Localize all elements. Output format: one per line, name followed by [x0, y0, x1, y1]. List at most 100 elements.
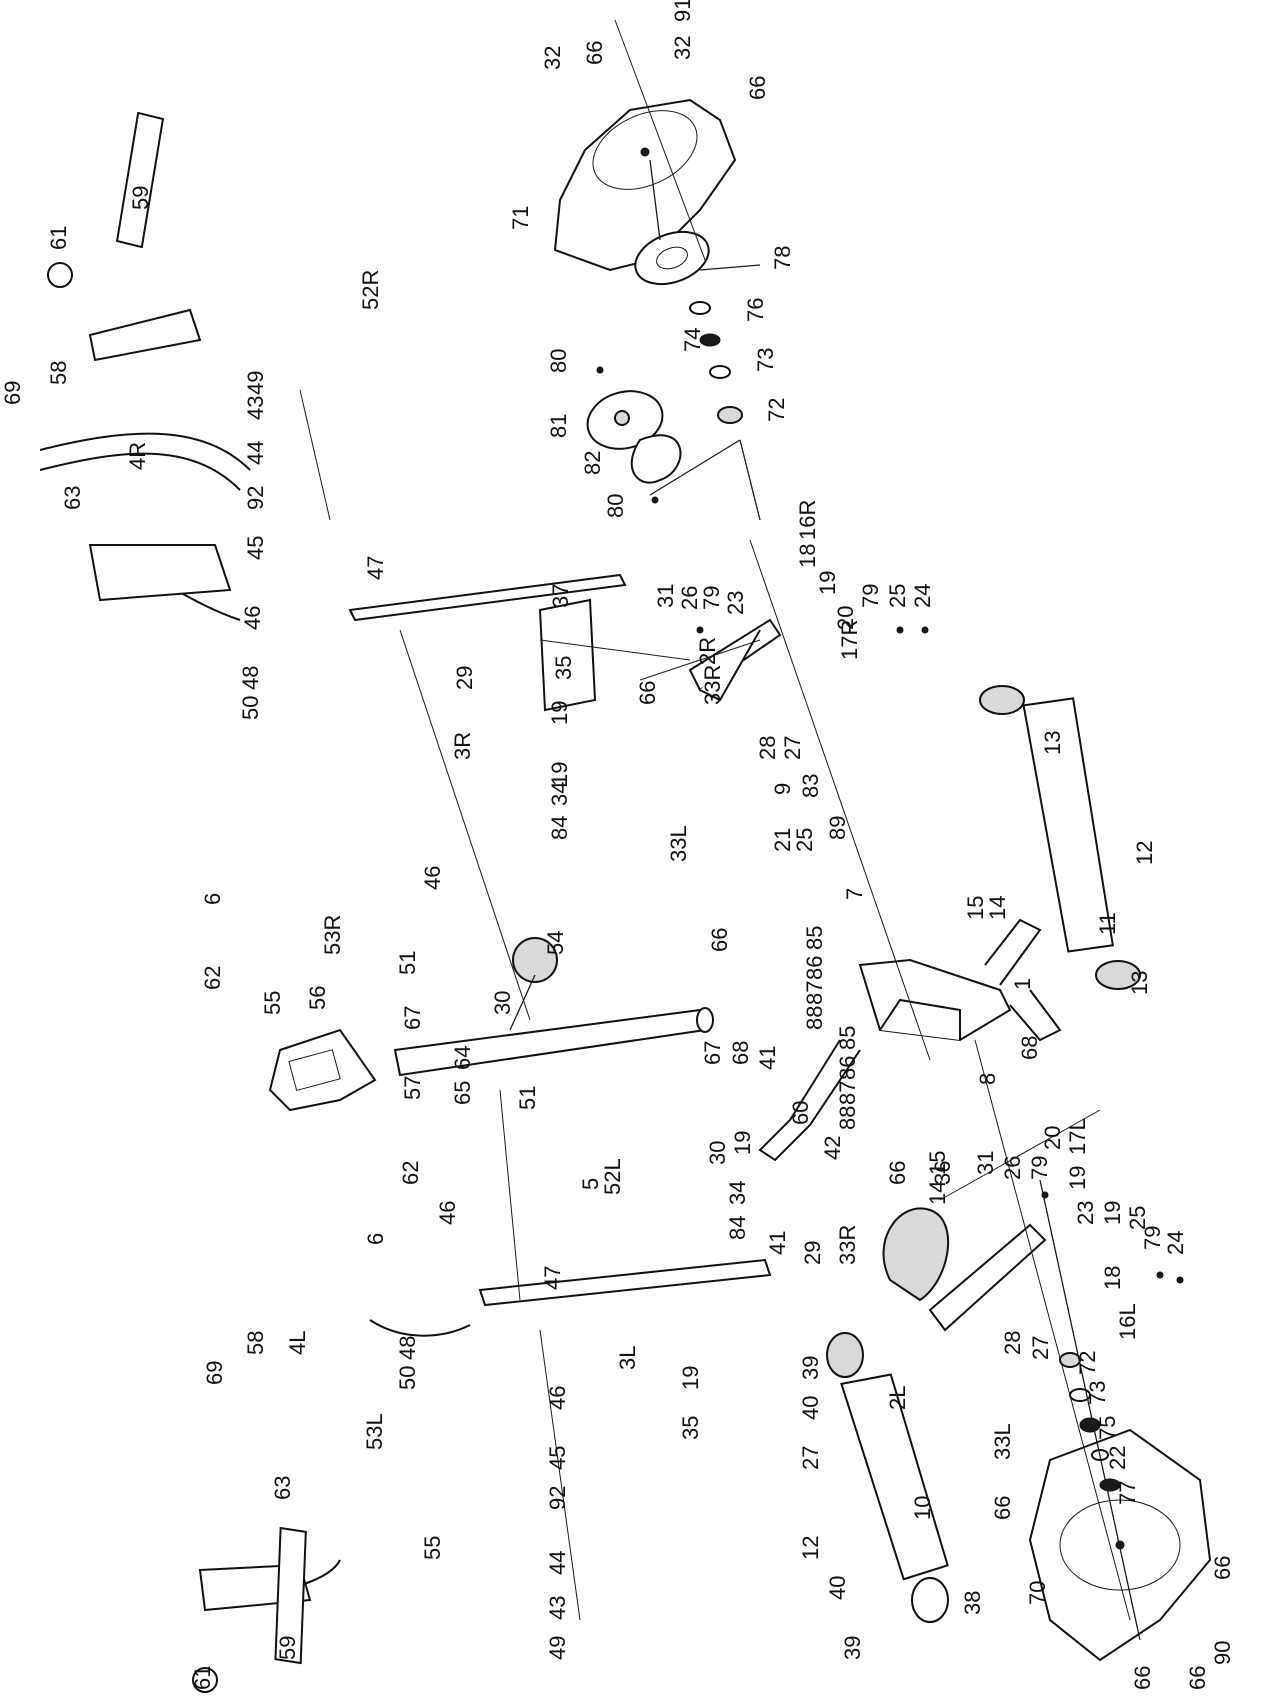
callout-27: 27 [780, 736, 805, 760]
callout-25: 25 [1125, 1206, 1150, 1230]
callout-66: 66 [707, 928, 732, 952]
axle-bearings-right [649, 159, 743, 424]
callout-18: 18 [1100, 1266, 1125, 1290]
callout-85: 85 [835, 1026, 860, 1050]
callout-26: 26 [1000, 1156, 1025, 1180]
callout-52L: 52L [600, 1158, 625, 1195]
callout-58: 58 [46, 361, 71, 385]
axle-bearings-left [1039, 1179, 1141, 1641]
callout-19: 19 [547, 762, 572, 786]
callout-66: 66 [1130, 1666, 1155, 1690]
callout-66: 66 [635, 681, 660, 705]
callout-92: 92 [545, 1486, 570, 1510]
callout-41: 41 [755, 1046, 780, 1070]
callout-12: 12 [798, 1536, 823, 1560]
callout-59: 59 [128, 186, 153, 210]
callout-18: 18 [795, 544, 820, 568]
callout-79: 79 [699, 586, 724, 610]
callout-72: 72 [764, 398, 789, 422]
callout-56: 56 [305, 986, 330, 1010]
callout-44: 44 [545, 1551, 570, 1575]
callout-21: 21 [770, 828, 795, 852]
callout-46: 46 [240, 606, 265, 630]
callout-31: 31 [653, 584, 678, 608]
callout-14: 14 [925, 1181, 950, 1205]
callout-32: 32 [540, 46, 565, 70]
callout-66: 66 [990, 1496, 1015, 1520]
callout-34: 34 [725, 1181, 750, 1205]
callout-69: 69 [202, 1361, 227, 1385]
callout-67: 67 [700, 1041, 725, 1065]
left-pedal-arm [882, 1207, 1047, 1332]
left-handle [198, 1319, 471, 1612]
upright-mast [393, 1007, 714, 1077]
callout-30: 30 [490, 991, 515, 1015]
callout-14: 14 [985, 896, 1010, 920]
callout-75: 75 [1095, 1416, 1120, 1440]
callout-51: 51 [515, 1086, 540, 1110]
callout-12: 12 [1132, 841, 1157, 865]
callout-19: 19 [730, 1131, 755, 1155]
callout-24: 24 [1163, 1231, 1188, 1255]
callout-35: 35 [678, 1416, 703, 1440]
callout-66: 66 [745, 76, 770, 100]
callout-11: 11 [1095, 912, 1120, 935]
callout-37: 37 [548, 584, 573, 608]
callout-43: 43 [545, 1596, 570, 1620]
callout-47: 47 [540, 1266, 565, 1290]
callout-3L: 3L [615, 1346, 640, 1370]
callout-86: 86 [802, 956, 827, 980]
callout-68: 68 [1017, 1036, 1042, 1060]
callout-33R: 33R [835, 1225, 860, 1265]
callout-66: 66 [1210, 1556, 1235, 1580]
callout-47: 47 [363, 556, 388, 580]
callout-28: 28 [1000, 1331, 1025, 1355]
callout-labels: 91 32 66 32 66 71 78 76 74 73 72 80 81 8… [0, 0, 1235, 1690]
callout-31: 31 [973, 1151, 998, 1175]
callout-57: 57 [400, 1076, 425, 1100]
callout-51: 51 [395, 951, 420, 975]
callout-52R: 52R [358, 270, 383, 310]
callout-46: 46 [420, 866, 445, 890]
callout-44: 44 [243, 441, 268, 465]
pulley [634, 230, 761, 286]
callout-41: 41 [765, 1231, 790, 1255]
callout-80: 80 [603, 494, 628, 518]
callout-50: 50 [395, 1366, 420, 1390]
callout-91: 91 [670, 0, 695, 22]
callout-50: 50 [238, 696, 263, 720]
callout-88: 88 [802, 1006, 827, 1030]
callout-86: 86 [835, 1056, 860, 1080]
callout-71: 71 [508, 206, 533, 230]
callout-84: 84 [725, 1216, 750, 1240]
callout-25: 25 [885, 584, 910, 608]
callout-6: 6 [200, 893, 225, 905]
callout-15: 15 [963, 896, 988, 920]
callout-7: 7 [842, 888, 867, 900]
callout-38: 38 [960, 1591, 985, 1615]
callout-34: 34 [547, 782, 572, 806]
callout-45: 45 [243, 536, 268, 560]
main-frame [758, 918, 1062, 1162]
callout-63: 63 [60, 486, 85, 510]
callout-5: 5 [578, 1178, 603, 1190]
callout-74: 74 [680, 328, 705, 352]
callout-46: 46 [435, 1201, 460, 1225]
left-lower-handle [478, 1258, 772, 1307]
right-pedal-arm [538, 598, 782, 712]
callout-39: 39 [840, 1636, 865, 1660]
callout-17L: 17L [1065, 1118, 1090, 1155]
callout-33L: 33L [990, 1423, 1015, 1460]
callout-19: 19 [1100, 1201, 1125, 1225]
callout-79: 79 [1140, 1226, 1165, 1250]
callout-10: 10 [910, 1496, 935, 1520]
callout-82: 82 [580, 451, 605, 475]
callout-87: 87 [835, 1081, 860, 1105]
callout-23: 23 [1073, 1201, 1098, 1225]
callout-67: 67 [400, 1006, 425, 1030]
callout-48: 48 [395, 1336, 420, 1360]
callout-27: 27 [1028, 1336, 1053, 1360]
callout-35: 35 [551, 656, 576, 680]
callout-79: 79 [858, 584, 883, 608]
